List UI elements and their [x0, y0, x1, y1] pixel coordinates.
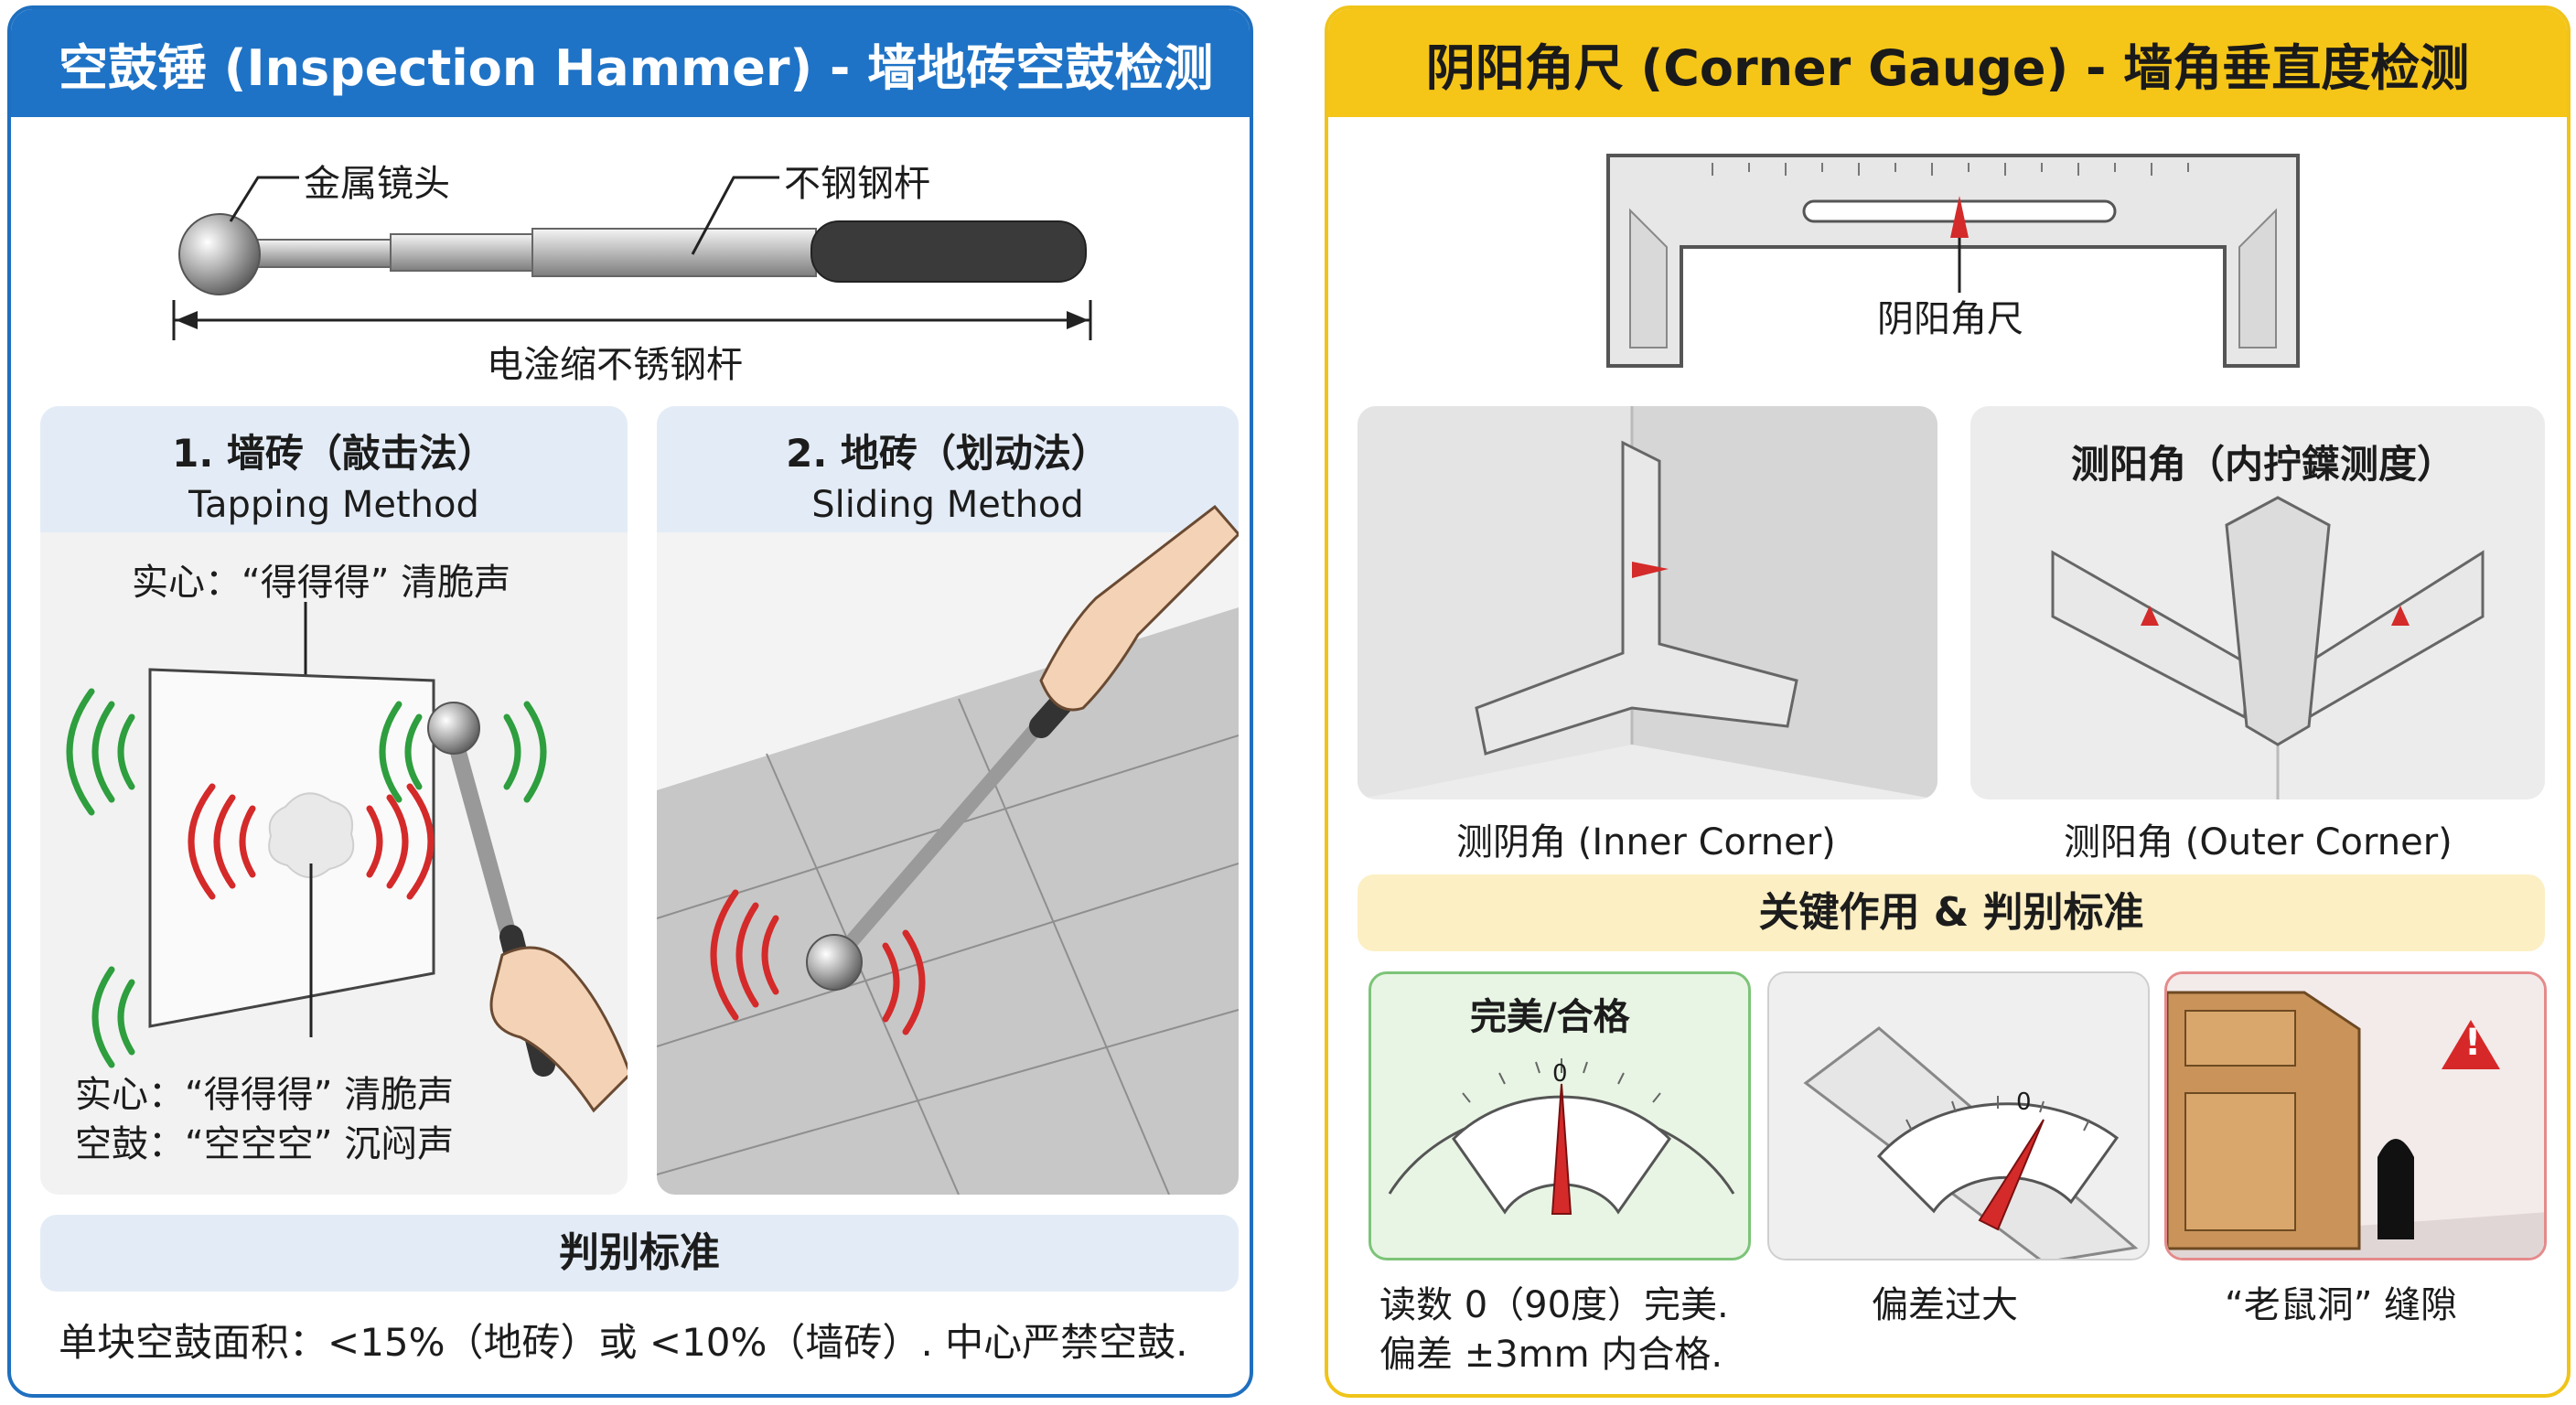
hammer-head-label: 金属镜头 — [304, 163, 450, 205]
result-deviation-caption: 偏差过大 — [1872, 1284, 2018, 1326]
solid-sound-label-top: 实心：“得得得” 清脆声 — [132, 562, 511, 604]
hammer-card-header: 空鼓锤 (Inspection Hammer) - 墙地砖空鼓检测 — [11, 9, 1250, 117]
tapping-method-panel: 1. 墙砖（敲击法） Tapping Method 实心：“得得得” 清脆声 — [40, 406, 628, 1195]
tapping-method-title: 1. 墙砖（敲击法） — [172, 431, 496, 476]
result-deviation-panel: 0 — [1767, 971, 2150, 1260]
outer-corner-title: 测阳角（内拧鐷测度） — [2071, 442, 2456, 487]
result-gap-panel: ! — [2164, 971, 2547, 1260]
inner-corner-illustration — [1358, 406, 1937, 799]
solid-sound-label-bottom: 实心：“得得得” 清脆声 — [75, 1074, 455, 1116]
gauge-key-header: 关键作用 & 判别标准 — [1358, 874, 2545, 951]
result-perfect-title: 完美/合格 — [1470, 996, 1630, 1038]
outer-corner-panel: 测阳角（内拧鐷测度） — [1970, 406, 2545, 799]
perfect-dial-zero: 0 — [1552, 1060, 1568, 1088]
warning-icon: ! — [2464, 1022, 2482, 1064]
corner-gauge-card: 阴阳角尺 (Corner Gauge) - 墙角垂直度检测 阴阳角尺 测阴角 (… — [1325, 5, 2571, 1398]
gauge-key-title: 关键作用 & 判别标准 — [1758, 889, 2144, 936]
tapping-illustration — [66, 602, 628, 1113]
sliding-method-subtitle: Sliding Method — [811, 484, 1084, 526]
perfect-dial-illustration — [1388, 1058, 1735, 1215]
gauge-card-header: 阴阳角尺 (Corner Gauge) - 墙角垂直度检测 — [1328, 9, 2567, 117]
inspection-hammer-card: 空鼓锤 (Inspection Hammer) - 墙地砖空鼓检测 金属镜头 不… — [7, 5, 1253, 1398]
gauge-card-title: 阴阳角尺 (Corner Gauge) - 墙角垂直度检测 — [1425, 38, 2470, 97]
hammer-rod-label: 不钢钢杆 — [784, 163, 930, 205]
deviation-dial-illustration — [1803, 1026, 2139, 1259]
deviation-dial-zero: 0 — [2016, 1089, 2032, 1116]
hammer-length-label: 电淦缩不锈钢杆 — [487, 344, 743, 386]
hammer-criteria-title: 判别标准 — [559, 1229, 720, 1276]
outer-corner-illustration — [2051, 496, 2485, 799]
sliding-method-header: 2. 地砖（划动法） Sliding Method — [657, 406, 1239, 532]
result-perfect-caption-1: 读数 0（90度）完美. — [1379, 1284, 1729, 1326]
inner-corner-panel — [1358, 406, 1937, 799]
sliding-method-title: 2. 地砖（划动法） — [786, 431, 1110, 476]
sliding-illustration — [657, 504, 1239, 1195]
hammer-criteria-header: 判别标准 — [40, 1215, 1239, 1292]
tapping-method-header: 1. 墙砖（敲击法） Tapping Method — [40, 406, 628, 532]
outer-corner-label: 测阳角 (Outer Corner) — [2064, 821, 2453, 863]
gap-illustration — [2167, 974, 2544, 1258]
tapping-method-subtitle: Tapping Method — [188, 484, 479, 526]
hammer-criteria-text: 单块空鼓面积：<15%（地砖）或 <10%（墙砖）. 中心严禁空鼓. — [59, 1320, 1188, 1365]
sliding-method-panel: 2. 地砖（划动法） Sliding Method — [657, 406, 1239, 1195]
result-gap-caption: “老鼠洞” 缝隙 — [2225, 1284, 2458, 1326]
result-perfect-panel: 完美/合格 0 — [1368, 971, 1751, 1260]
hammer-card-title: 空鼓锤 (Inspection Hammer) - 墙地砖空鼓检测 — [59, 38, 1214, 97]
corner-gauge-illustration — [1606, 154, 2300, 368]
result-perfect-caption-2: 偏差 ±3mm 内合格. — [1379, 1334, 1723, 1376]
corner-gauge-label: 阴阳角尺 — [1877, 298, 2023, 340]
hollow-sound-label: 空鼓：“空空空” 沉闷声 — [75, 1123, 455, 1165]
inspection-hammer-illustration — [172, 176, 1092, 340]
inner-corner-label: 测阴角 (Inner Corner) — [1456, 821, 1836, 863]
